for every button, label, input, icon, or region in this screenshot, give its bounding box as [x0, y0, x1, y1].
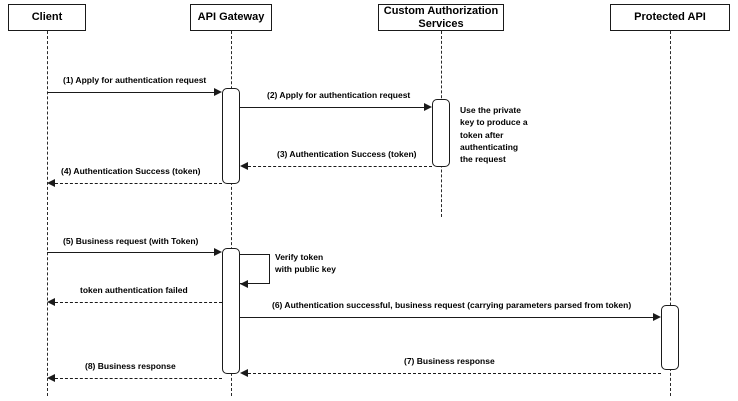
self-message-label-line1: Verify token	[275, 252, 324, 262]
message-7-label: (7) Business response	[404, 356, 495, 366]
message-3-line	[248, 166, 432, 167]
participant-api-gateway[interactable]: API Gateway	[190, 4, 272, 31]
message-7-line	[248, 373, 661, 374]
participant-client-label: Client	[31, 11, 63, 24]
message-3-label: (3) Authentication Success (token)	[277, 149, 417, 159]
activation-custom-authorization-services	[432, 99, 450, 167]
message-token-auth-failed-line	[55, 302, 222, 303]
message-1-arrowhead	[214, 87, 222, 96]
participant-api-gateway-label: API Gateway	[197, 11, 265, 24]
message-8-line	[55, 378, 222, 379]
message-8-label: (8) Business response	[85, 361, 176, 371]
message-8-arrowhead	[47, 373, 55, 382]
activation-api-gateway-auth	[222, 88, 240, 184]
message-7-arrowhead	[240, 368, 248, 377]
participant-protected-api[interactable]: Protected API	[610, 4, 730, 31]
self-message-arrowhead	[240, 279, 248, 288]
message-3-arrowhead	[240, 161, 248, 170]
message-4-arrowhead	[47, 178, 55, 187]
message-2-label: (2) Apply for authentication request	[267, 90, 411, 100]
lifeline-api-gateway	[231, 31, 232, 396]
participant-custom-authorization-services[interactable]: Custom Authorization Services	[378, 4, 504, 31]
message-6-line	[240, 317, 653, 318]
message-6-arrowhead	[653, 312, 661, 321]
note-private-key: Use the private key to produce a token a…	[460, 105, 528, 165]
participant-custom-authorization-services-label: Custom Authorization Services	[383, 4, 499, 30]
lifeline-client	[47, 31, 48, 396]
participant-client[interactable]: Client	[8, 4, 86, 31]
activation-protected-api	[661, 305, 679, 370]
message-5-line	[47, 252, 214, 253]
self-message-label-line2: with public key	[275, 264, 336, 274]
message-2-line	[240, 107, 424, 108]
message-5-arrowhead	[214, 247, 222, 256]
message-5-label: (5) Business request (with Token)	[63, 236, 199, 246]
message-1-line	[47, 92, 214, 93]
participant-protected-api-label: Protected API	[634, 11, 706, 24]
message-4-line	[55, 183, 222, 184]
lifeline-protected-api	[670, 31, 671, 396]
message-token-auth-failed-label: token authentication failed	[80, 285, 188, 295]
message-4-label: (4) Authentication Success (token)	[61, 166, 201, 176]
message-6-label: (6) Authentication successful, business …	[272, 300, 632, 310]
message-2-arrowhead	[424, 102, 432, 111]
activation-api-gateway-business	[222, 248, 240, 374]
message-1-label: (1) Apply for authentication request	[63, 75, 207, 85]
message-token-auth-failed-arrowhead	[47, 297, 55, 306]
self-message-verify-token	[240, 254, 270, 284]
